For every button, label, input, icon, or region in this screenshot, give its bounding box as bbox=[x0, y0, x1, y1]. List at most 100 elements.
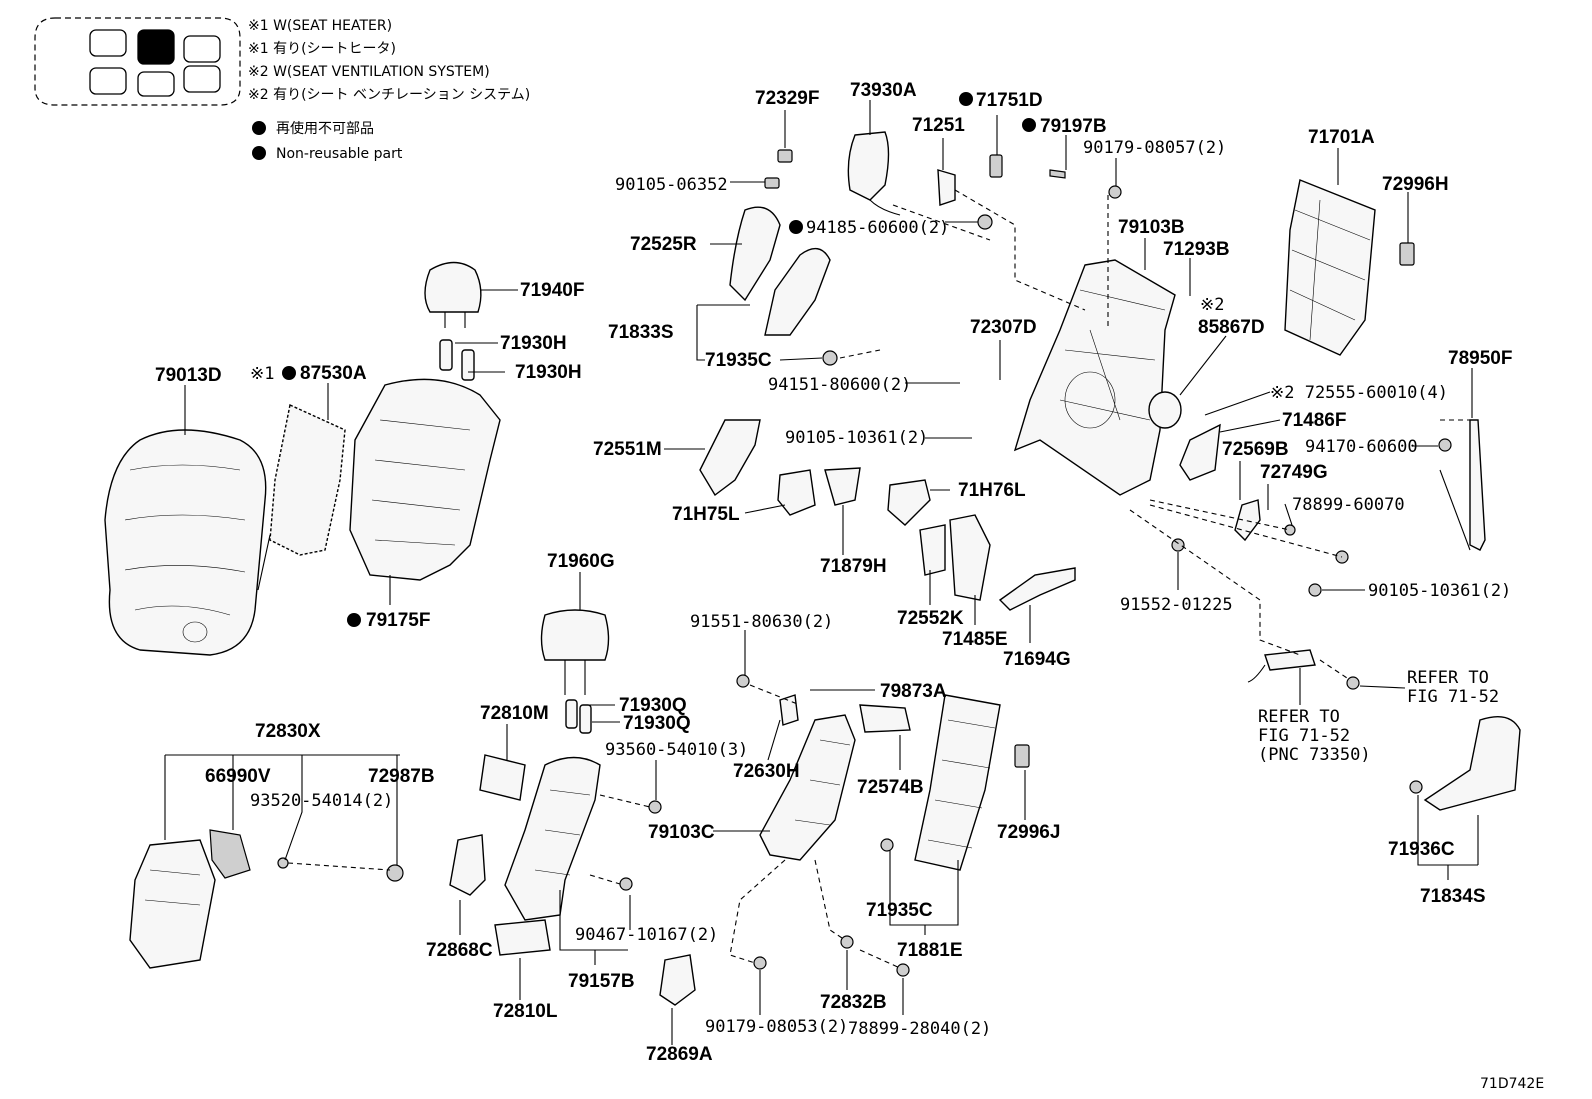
wire-harness-drawing bbox=[1264, 649, 1316, 671]
side-cover-drawing bbox=[764, 247, 831, 336]
part-label: 72869A bbox=[646, 1044, 713, 1065]
part-label: 71930H bbox=[500, 333, 567, 354]
figure-code: 71D742E bbox=[1480, 1076, 1544, 1092]
part-label: 71251 bbox=[912, 115, 965, 136]
part-label: 72749G bbox=[1260, 462, 1328, 483]
seatback-board-drawing bbox=[1284, 179, 1376, 356]
part-label: 85867D bbox=[1198, 317, 1265, 338]
seat-position-icon bbox=[89, 29, 127, 57]
seatback-cover-drawing bbox=[104, 429, 267, 656]
part-label: 94151-80600(2) bbox=[768, 375, 911, 395]
part-label: 72329F bbox=[755, 88, 819, 109]
legend-note: ※1 W(SEAT HEATER) bbox=[248, 18, 392, 34]
seat-position-icon bbox=[183, 35, 221, 63]
part-label: FIG 71-52 bbox=[1258, 726, 1350, 746]
seat-position-icon bbox=[89, 67, 127, 95]
part-drawings bbox=[104, 131, 1521, 1006]
part-label: 72552K bbox=[897, 608, 964, 629]
part-label: 72810M bbox=[480, 703, 549, 724]
non-reusable-markers bbox=[282, 92, 1036, 627]
part-label: 90179-08057(2) bbox=[1083, 138, 1226, 158]
part-label: 71701A bbox=[1308, 127, 1375, 148]
part-labels: 72329F 73930A 71751D 71251 79197B 90179-… bbox=[155, 80, 1544, 1092]
trim-cover-drawing bbox=[699, 419, 761, 497]
part-label: 91551-80630(2) bbox=[690, 612, 833, 632]
seat-position-icon bbox=[137, 71, 175, 97]
seatback-pad-drawing bbox=[349, 378, 501, 581]
part-label: 90105-10361(2) bbox=[1368, 581, 1511, 601]
part-label: 79157B bbox=[568, 971, 635, 992]
part-label: 90105-06352 bbox=[615, 175, 728, 195]
part-label: REFER TO bbox=[1258, 707, 1340, 727]
part-label: 71930Q bbox=[623, 713, 691, 734]
part-label: 71751D bbox=[976, 90, 1043, 111]
part-label: 71935C bbox=[866, 900, 933, 921]
legend-non-reusable-jp: 再使用不可部品 bbox=[276, 120, 374, 137]
part-label: FIG 71-52 bbox=[1407, 687, 1499, 707]
part-label: 72630H bbox=[733, 761, 800, 782]
part-label: 66990V bbox=[205, 766, 271, 787]
part-label: 72551M bbox=[593, 439, 662, 460]
non-reusable-bullet-icon bbox=[282, 366, 296, 380]
part-label: 79103B bbox=[1118, 217, 1185, 238]
part-label: 72810L bbox=[493, 1001, 558, 1022]
part-label: 71834S bbox=[1420, 886, 1486, 907]
part-label: 71879H bbox=[820, 556, 887, 577]
legend: ※1 W(SEAT HEATER) ※1 有り(シートヒータ) ※2 W(SEA… bbox=[34, 17, 530, 162]
part-label: 90105-10361(2) bbox=[785, 428, 928, 448]
part-label: 79873A bbox=[880, 681, 947, 702]
part-label: 71935C bbox=[705, 350, 772, 371]
part-label: 72832B bbox=[820, 992, 887, 1013]
part-label: 71H76L bbox=[958, 480, 1026, 501]
part-label: 90467-10167(2) bbox=[575, 925, 718, 945]
part-label: 78899-28040(2) bbox=[848, 1019, 991, 1039]
part-label: 79013D bbox=[155, 365, 222, 386]
seatback-frame-drawing bbox=[1013, 259, 1176, 496]
part-label: 73930A bbox=[850, 80, 917, 101]
part-label: 94170-60600 bbox=[1305, 437, 1418, 457]
back-panel-drawing bbox=[914, 694, 1001, 871]
part-label: 94185-60600(2) bbox=[806, 218, 949, 238]
part-label: 79175F bbox=[366, 610, 430, 631]
seat-heater-drawing bbox=[269, 403, 346, 556]
part-label: 72987B bbox=[368, 766, 435, 787]
non-reusable-bullet-icon bbox=[1022, 118, 1036, 132]
part-label: 72307D bbox=[970, 317, 1037, 338]
seat-position-highlighted-icon bbox=[137, 29, 175, 65]
legend-note: ※2 W(SEAT VENTILATION SYSTEM) bbox=[248, 64, 490, 80]
assembly-lines bbox=[287, 189, 1470, 969]
part-label: 71486F bbox=[1282, 410, 1346, 431]
part-label: 72574B bbox=[857, 777, 924, 798]
part-label: 71833S bbox=[608, 322, 674, 343]
part-label: 71293B bbox=[1163, 239, 1230, 260]
part-label: 78950F bbox=[1448, 348, 1512, 369]
part-label: 71930Q bbox=[619, 695, 687, 716]
seat-position-icon bbox=[183, 65, 221, 93]
side-airbag-drawing bbox=[847, 131, 890, 201]
legend-note: ※2 有り(シート ベンチレーション システム) bbox=[248, 87, 530, 103]
part-label: 72996J bbox=[997, 822, 1060, 843]
part-label: 71H75L bbox=[672, 504, 740, 525]
part-label: REFER TO bbox=[1407, 668, 1489, 688]
part-label: ※1 bbox=[250, 364, 274, 384]
lower-frame-drawing bbox=[759, 714, 856, 861]
part-label: 71936C bbox=[1388, 839, 1455, 860]
side-trim-drawing bbox=[1423, 716, 1521, 811]
part-label: 71930H bbox=[515, 362, 582, 383]
non-reusable-bullet-icon bbox=[789, 220, 803, 234]
part-label: 91552-01225 bbox=[1120, 595, 1233, 615]
part-label: 93520-54014(2) bbox=[250, 791, 393, 811]
part-label: ※2 72555-60010(4) bbox=[1270, 383, 1448, 403]
part-label: (PNC 73350) bbox=[1258, 745, 1371, 765]
part-label: ※2 bbox=[1200, 295, 1224, 315]
leader-lines bbox=[164, 100, 1479, 1045]
armrest-cover-drawing bbox=[129, 839, 216, 969]
non-reusable-bullet-icon bbox=[959, 92, 973, 106]
headrest-drawing bbox=[424, 261, 482, 313]
part-label: 72569B bbox=[1222, 439, 1289, 460]
legend-note: ※1 有り(シートヒータ) bbox=[248, 41, 396, 57]
part-label: 71960G bbox=[547, 551, 615, 572]
part-label: 72996H bbox=[1382, 174, 1449, 195]
part-label: 79197B bbox=[1040, 116, 1107, 137]
